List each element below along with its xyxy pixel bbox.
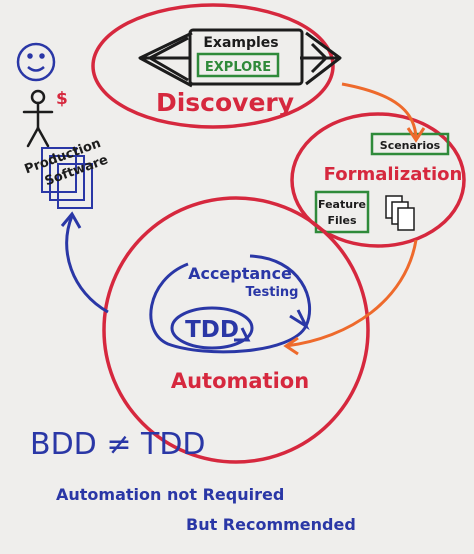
automation-title: Automation (171, 369, 309, 393)
automation-circle (102, 196, 370, 464)
testing-label: Testing (246, 285, 299, 300)
scenarios-box (370, 132, 450, 156)
stick-figure-icon (22, 89, 54, 148)
scenarios-label: Scenarios (380, 139, 441, 152)
feature-files-line1: Feature (318, 198, 366, 211)
automation-to-production-arrow (65, 215, 109, 314)
explore-label: EXPLORE (205, 60, 271, 75)
dollar-sign-icon: $ (56, 89, 68, 109)
examples-box (188, 28, 304, 86)
tdd-loop (170, 306, 254, 350)
feature-files-line2: Files (327, 214, 357, 227)
software-stack-icon (41, 147, 93, 209)
explore-box (196, 52, 280, 78)
tdd-label: TDD (185, 317, 239, 343)
discovery-title: Discovery (156, 88, 294, 117)
formalization-ellipse (290, 112, 466, 248)
discovery-ellipse (91, 3, 335, 129)
discovery-to-formalization-arrowhead (406, 127, 426, 143)
formalization-title: Formalization (324, 164, 463, 185)
formalization-to-automation-arrowhead (283, 336, 299, 356)
discovery-to-formalization-arrow (341, 82, 418, 141)
automation-not-required-note: Automation not Required (56, 485, 284, 504)
acceptance-loop-arrowhead (289, 309, 310, 331)
bdd-not-equal-tdd: BDD ≠ TDD (30, 427, 206, 462)
acceptance-testing-loop (149, 254, 311, 354)
but-recommended-note: But Recommended (186, 515, 356, 534)
formalization-to-automation-arrow (285, 239, 418, 348)
automation-to-production-arrowhead (60, 211, 82, 229)
examples-label: Examples (203, 35, 278, 51)
acceptance-label: Acceptance (188, 264, 292, 283)
feature-files-box (314, 190, 370, 234)
smiley-face-icon (16, 42, 56, 82)
file-stack-icon (385, 195, 415, 231)
discovery-diverge-converge-shape (138, 28, 342, 88)
tdd-loop-arrowhead (234, 327, 251, 342)
